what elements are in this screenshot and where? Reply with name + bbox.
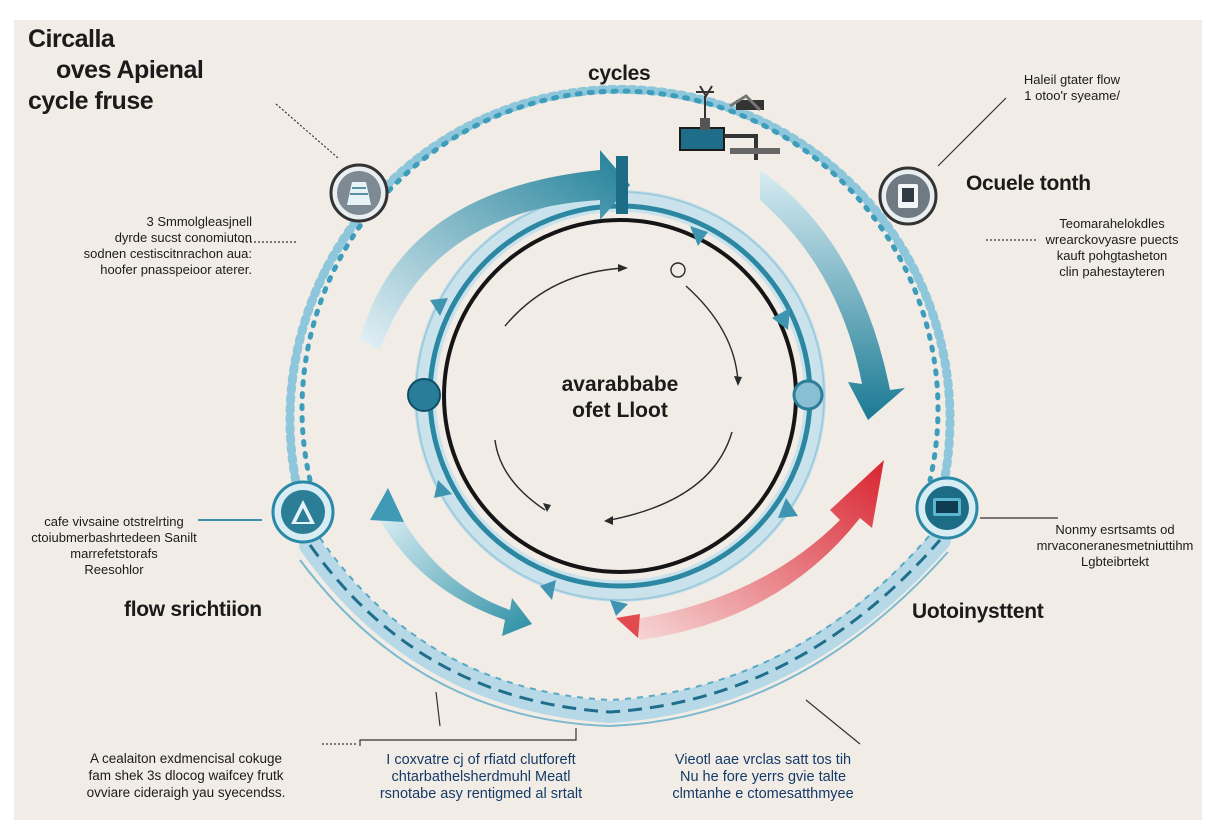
- bottom-left-note-line: ovviare cideraigh yau syecendss.: [86, 785, 286, 800]
- node-top-left[interactable]: [329, 163, 389, 223]
- sweep-arrow-top: [360, 150, 630, 350]
- title-line-2: oves Apienal: [56, 56, 204, 84]
- top-right-note-line: 1 otoo'r syeame/: [1024, 88, 1120, 103]
- inner-marker: [670, 262, 686, 278]
- lower-left-note: cafe vivsaine otstrelrting ctoiubmerbash…: [28, 514, 200, 578]
- bottom-mid-note-line: chtarbathelsherdmuhl Meatl: [391, 769, 571, 785]
- bottom-right-note-line: Vieotl aae vrclas satt tos tih: [674, 752, 852, 768]
- right-note-line: Teomarahelokdles: [1059, 216, 1165, 231]
- right-heading: Ocuele tonth: [966, 172, 1091, 195]
- lower-right-note-line: Nonmy esrtsamts od: [1055, 522, 1175, 537]
- lower-right-note-line: Lgbteibrtekt: [1081, 554, 1149, 569]
- inner-arrowheads: [543, 264, 742, 525]
- node-right-mid: [792, 379, 824, 411]
- bottom-left-note-line: fam shek 3s dlocog waifcey frutk: [88, 768, 284, 783]
- bottom-left-note-line: A cealaiton exdmencisal cokuge: [89, 751, 283, 766]
- sweep-arrow-left: [370, 488, 532, 636]
- right-note-line: kauft pohgtasheton: [1056, 248, 1168, 263]
- ring-chevrons: [430, 226, 798, 616]
- diagram-title: Circalla oves Apienal cycle fruse: [28, 24, 204, 117]
- bottom-right-note: Vieotl aae vrclas satt tos tih Nu he for…: [650, 752, 876, 803]
- right-note: Teomarahelokdles wrearckovyasre puects k…: [1044, 216, 1180, 280]
- diagram-canvas: [14, 20, 1202, 820]
- lower-left-note-line: Reesohlor: [84, 562, 144, 577]
- bottom-right-note-line: Nu he fore yerrs gvie talte: [679, 769, 847, 785]
- node-bottom-right[interactable]: [915, 476, 979, 540]
- lower-left-note-line: cafe vivsaine otstrelrting: [44, 514, 184, 529]
- center-label: avarabbabe ofet Lloot: [530, 372, 710, 424]
- bottom-right-note-line: clmtanhe e ctomesatthmyee: [672, 786, 854, 802]
- node-top-right[interactable]: [878, 166, 938, 226]
- bottom-dashed-track: [299, 529, 951, 728]
- inner-arrows: [494, 267, 739, 521]
- lower-left-note-line: ctoiubmerbashrtedeen Sanilt: [31, 530, 197, 545]
- top-right-note: Haleil gtater flow 1 otoo'r syeame/: [996, 72, 1120, 104]
- lower-right-note-line: mrvaconeranesmetniuttihm: [1036, 538, 1194, 553]
- lower-right-heading: Uotoinysttent: [912, 600, 1044, 623]
- bottom-mid-note-line: I coxvatre cj of rfiatd clutforeft: [386, 752, 576, 768]
- right-note-line: wrearckovyasre puects: [1045, 232, 1179, 247]
- left-note-line: sodnen cestiscitnrachon aua:: [83, 246, 252, 261]
- pipeline-icon: [679, 85, 780, 160]
- pointer-lines: [198, 97, 1058, 746]
- left-note-line: dyrde sucst conomiuton: [114, 230, 252, 245]
- center-line-1: avarabbabe: [561, 373, 679, 396]
- lower-right-note: Nonmy esrtsamts od mrvaconeranesmetniutt…: [1032, 522, 1198, 570]
- bottom-left-note: A cealaiton exdmencisal cokuge fam shek …: [80, 750, 292, 801]
- top-right-note-line: Haleil gtater flow: [1023, 72, 1120, 87]
- sweep-arrow-right: [760, 170, 905, 420]
- lower-left-note-line: marrefetstorafs: [70, 546, 158, 561]
- left-note: 3 Smmolgleasjnell dyrde sucst conomiuton…: [60, 214, 252, 278]
- bottom-mid-note-line: rsnotabe asy rentigmed al srtalt: [379, 786, 583, 802]
- title-line-3: cycle fruse: [28, 87, 154, 115]
- sweep-arrow-red: [616, 460, 884, 640]
- center-line-2: ofet Lloot: [572, 399, 668, 422]
- node-bottom-left[interactable]: [271, 480, 335, 544]
- outer-dotted-ring: [285, 84, 955, 505]
- left-heading: flow srichtiion: [124, 598, 262, 621]
- left-note-line: 3 Smmolgleasjnell: [146, 214, 253, 229]
- right-note-line: clin pahestayteren: [1059, 264, 1165, 279]
- title-line-1: Circalla: [28, 25, 115, 53]
- top-label: cycles: [588, 62, 651, 85]
- left-note-line: hoofer pnasspeioor aterer.: [100, 262, 252, 277]
- node-left-mid: [407, 378, 441, 412]
- bottom-mid-note: I coxvatre cj of rfiatd clutforeft chtar…: [366, 752, 596, 803]
